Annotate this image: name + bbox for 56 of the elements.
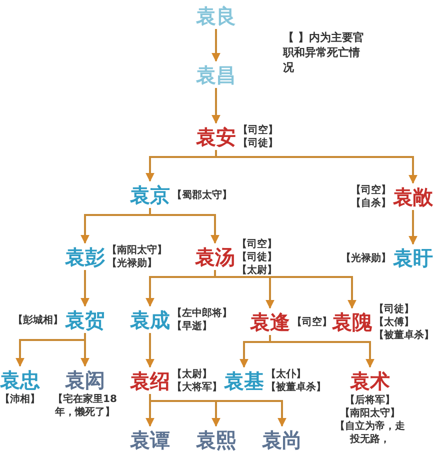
office-note: 【司徒】 xyxy=(237,250,277,264)
person-name: 袁良 xyxy=(195,3,237,29)
office-note: 【司空】 xyxy=(351,184,391,197)
office-note: 【司空】 xyxy=(238,124,278,137)
office-note: 【太尉】 xyxy=(172,368,212,381)
office-note: 【南阳太守】 xyxy=(107,244,167,257)
arrow xyxy=(215,150,418,184)
person-name: 袁汤 xyxy=(194,244,236,270)
office-note: 【被董卓杀】 xyxy=(374,328,434,342)
arrow xyxy=(146,333,154,368)
arrow xyxy=(212,29,220,62)
office-note: 【太傅】 xyxy=(374,316,414,328)
office-note: 【大将军】 xyxy=(172,381,222,394)
office-note: 【后将军】 xyxy=(345,394,395,407)
office-note: 【太仆】 xyxy=(266,368,306,381)
person-name: 袁谭 xyxy=(129,427,171,453)
office-note: 【自立为帝，走投无路， xyxy=(334,420,406,446)
person-name: 袁基 xyxy=(223,368,265,394)
office-note: 【司徒】 xyxy=(374,302,414,316)
person-name: 袁贺 xyxy=(64,307,106,333)
arrow xyxy=(80,270,90,307)
arrow xyxy=(149,394,286,427)
office-note: 【司空】 xyxy=(237,238,277,250)
office-note: 【司徒】 xyxy=(238,137,278,150)
person-name: 袁安 xyxy=(195,124,237,150)
office-note: 【沛相】 xyxy=(0,393,40,406)
arrow xyxy=(408,210,418,245)
office-note: 【左中郎将】 xyxy=(172,307,232,320)
office-note: 【南阳太守】 xyxy=(340,407,400,420)
person-name: 袁闳 xyxy=(64,367,106,393)
person-name: 袁彭 xyxy=(64,244,106,270)
person-name: 袁盱 xyxy=(392,245,434,271)
arrow xyxy=(212,88,220,124)
person-name: 袁成 xyxy=(129,307,171,333)
person-name: 袁逢 xyxy=(249,309,291,335)
office-note: 【太尉】 xyxy=(237,264,277,276)
person-name: 袁敞 xyxy=(392,184,434,210)
office-note: 【蜀郡太守】 xyxy=(172,188,232,202)
legend-note: 【 】内为主要官职和异常死亡情况 xyxy=(283,30,365,75)
person-name: 袁忠 xyxy=(0,367,41,393)
office-note: 【彭城相】 xyxy=(13,314,63,326)
person-name: 袁绍 xyxy=(129,368,171,394)
office-note: 【光禄勋】 xyxy=(107,257,157,270)
office-note: 【光禄勋】 xyxy=(341,252,391,264)
person-name: 袁术 xyxy=(349,368,391,394)
office-note: 【自杀】 xyxy=(351,197,391,210)
office-note: 【宅在家里18年，懒死了】 xyxy=(52,393,118,419)
arrow xyxy=(269,335,374,368)
person-name: 袁隗 xyxy=(331,309,373,335)
office-note: 【司空】 xyxy=(292,316,332,328)
person-name: 袁昌 xyxy=(195,62,237,88)
office-note: 【早逝】 xyxy=(172,320,212,333)
person-name: 袁京 xyxy=(129,182,171,208)
person-name: 袁熙 xyxy=(195,427,237,453)
person-name: 袁尚 xyxy=(261,427,303,453)
office-note: 【被董卓杀】 xyxy=(266,381,326,394)
